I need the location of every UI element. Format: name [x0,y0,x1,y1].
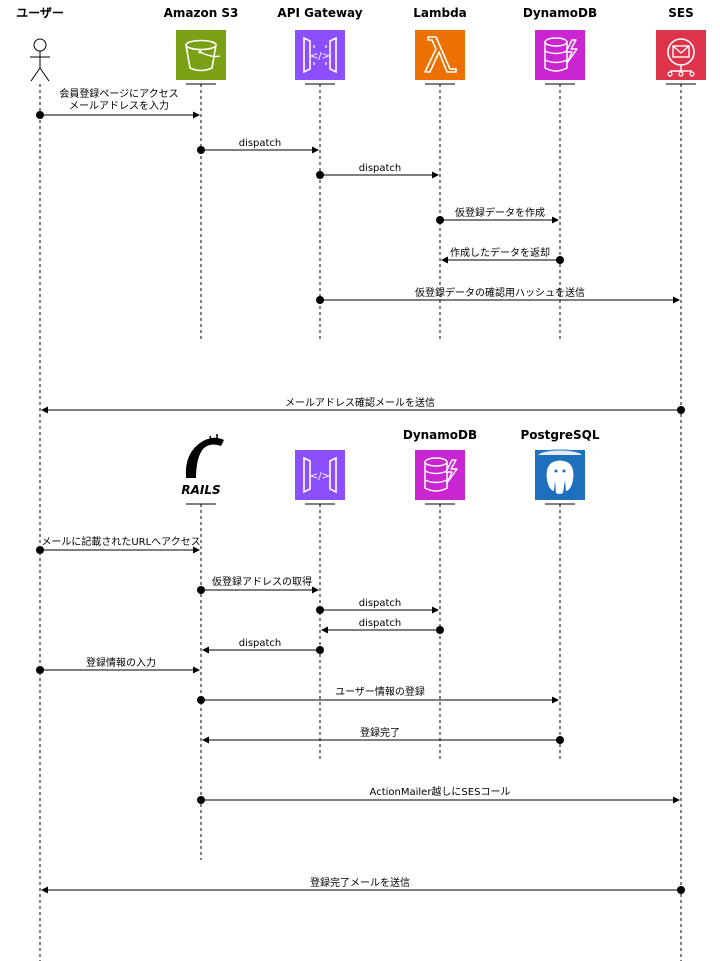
svg-text:</>: </> [310,471,330,482]
message-label: ActionMailer越しにSESコール [370,785,511,798]
arrowhead [193,111,200,119]
arrowhead [193,666,200,674]
arrowhead [202,736,209,744]
participant-apigw-label: API Gateway [277,6,362,20]
message-start-dot [197,696,205,704]
message-start-dot [316,171,324,179]
arrowhead [432,606,439,614]
svg-text:</>: </> [310,51,330,62]
message-start-dot [197,796,205,804]
message-label: dispatch [359,618,402,629]
message-label: メールに記載されたURLへアクセス [41,535,200,548]
s3-bucket-icon [176,30,226,80]
participant-ses-label: SES [668,6,693,20]
arrowhead [441,256,448,264]
message-label: 会員登録ページにアクセス [59,87,178,100]
message-label: dispatch [239,638,282,649]
message-start-dot [677,886,685,894]
arrowhead [432,171,439,179]
message-label: 登録完了メールを送信 [310,876,410,889]
arrowhead [321,626,328,634]
arrowhead [41,886,48,894]
ses-icon [656,30,706,80]
message-label: 登録完了 [360,726,400,739]
arrowhead [41,406,48,414]
arrowhead [673,796,680,804]
actor-icon [30,38,50,82]
participant-dynamodb-label: DynamoDB [523,6,597,20]
arrowhead [202,646,209,654]
message-start-dot [436,626,444,634]
message-label: 登録情報の入力 [86,656,156,669]
participant-dynamodb2-label: DynamoDB [403,428,477,442]
message-start-dot [316,296,324,304]
message-start-dot [316,606,324,614]
message-start-dot [436,216,444,224]
arrowhead [312,146,319,154]
arrowhead [312,586,319,594]
rails-logo-icon: RAILS [181,434,224,497]
message-start-dot [197,146,205,154]
message-start-dot [556,256,564,264]
message-label: 仮登録データの確認用ハッシュを送信 [415,286,585,299]
message-label: メールアドレスを入力 [69,99,169,112]
message-label: ユーザー情報の登録 [335,685,425,698]
arrowhead [552,696,559,704]
participant-lambda-label: Lambda [413,6,467,20]
dynamodb-icon [535,30,585,80]
message-label: dispatch [359,163,402,174]
arrowhead [193,546,200,554]
api-gateway-icon: </> [295,30,345,80]
participant-user-label: ユーザー [16,6,64,20]
message-label: 仮登録アドレスの取得 [212,575,312,588]
dynamodb-icon [415,450,465,500]
message-label: dispatch [239,138,282,149]
message-label: メールアドレス確認メールを送信 [285,396,435,409]
message-label: 仮登録データを作成 [455,206,545,219]
message-start-dot [677,406,685,414]
message-start-dot [556,736,564,744]
api-gateway-icon: </> [295,450,345,500]
message-label: 作成したデータを返却 [450,246,550,259]
message-start-dot [36,111,44,119]
arrowhead [673,296,680,304]
message-start-dot [197,586,205,594]
rails-logo-text: RAILS [181,483,220,497]
message-label: dispatch [359,598,402,609]
postgresql-icon [535,449,585,500]
participant-postgresql-label: PostgreSQL [520,428,599,442]
participant-s3-label: Amazon S3 [164,6,239,20]
message-start-dot [316,646,324,654]
arrowhead [552,216,559,224]
message-start-dot [36,546,44,554]
lambda-icon [415,30,465,80]
message-start-dot [36,666,44,674]
